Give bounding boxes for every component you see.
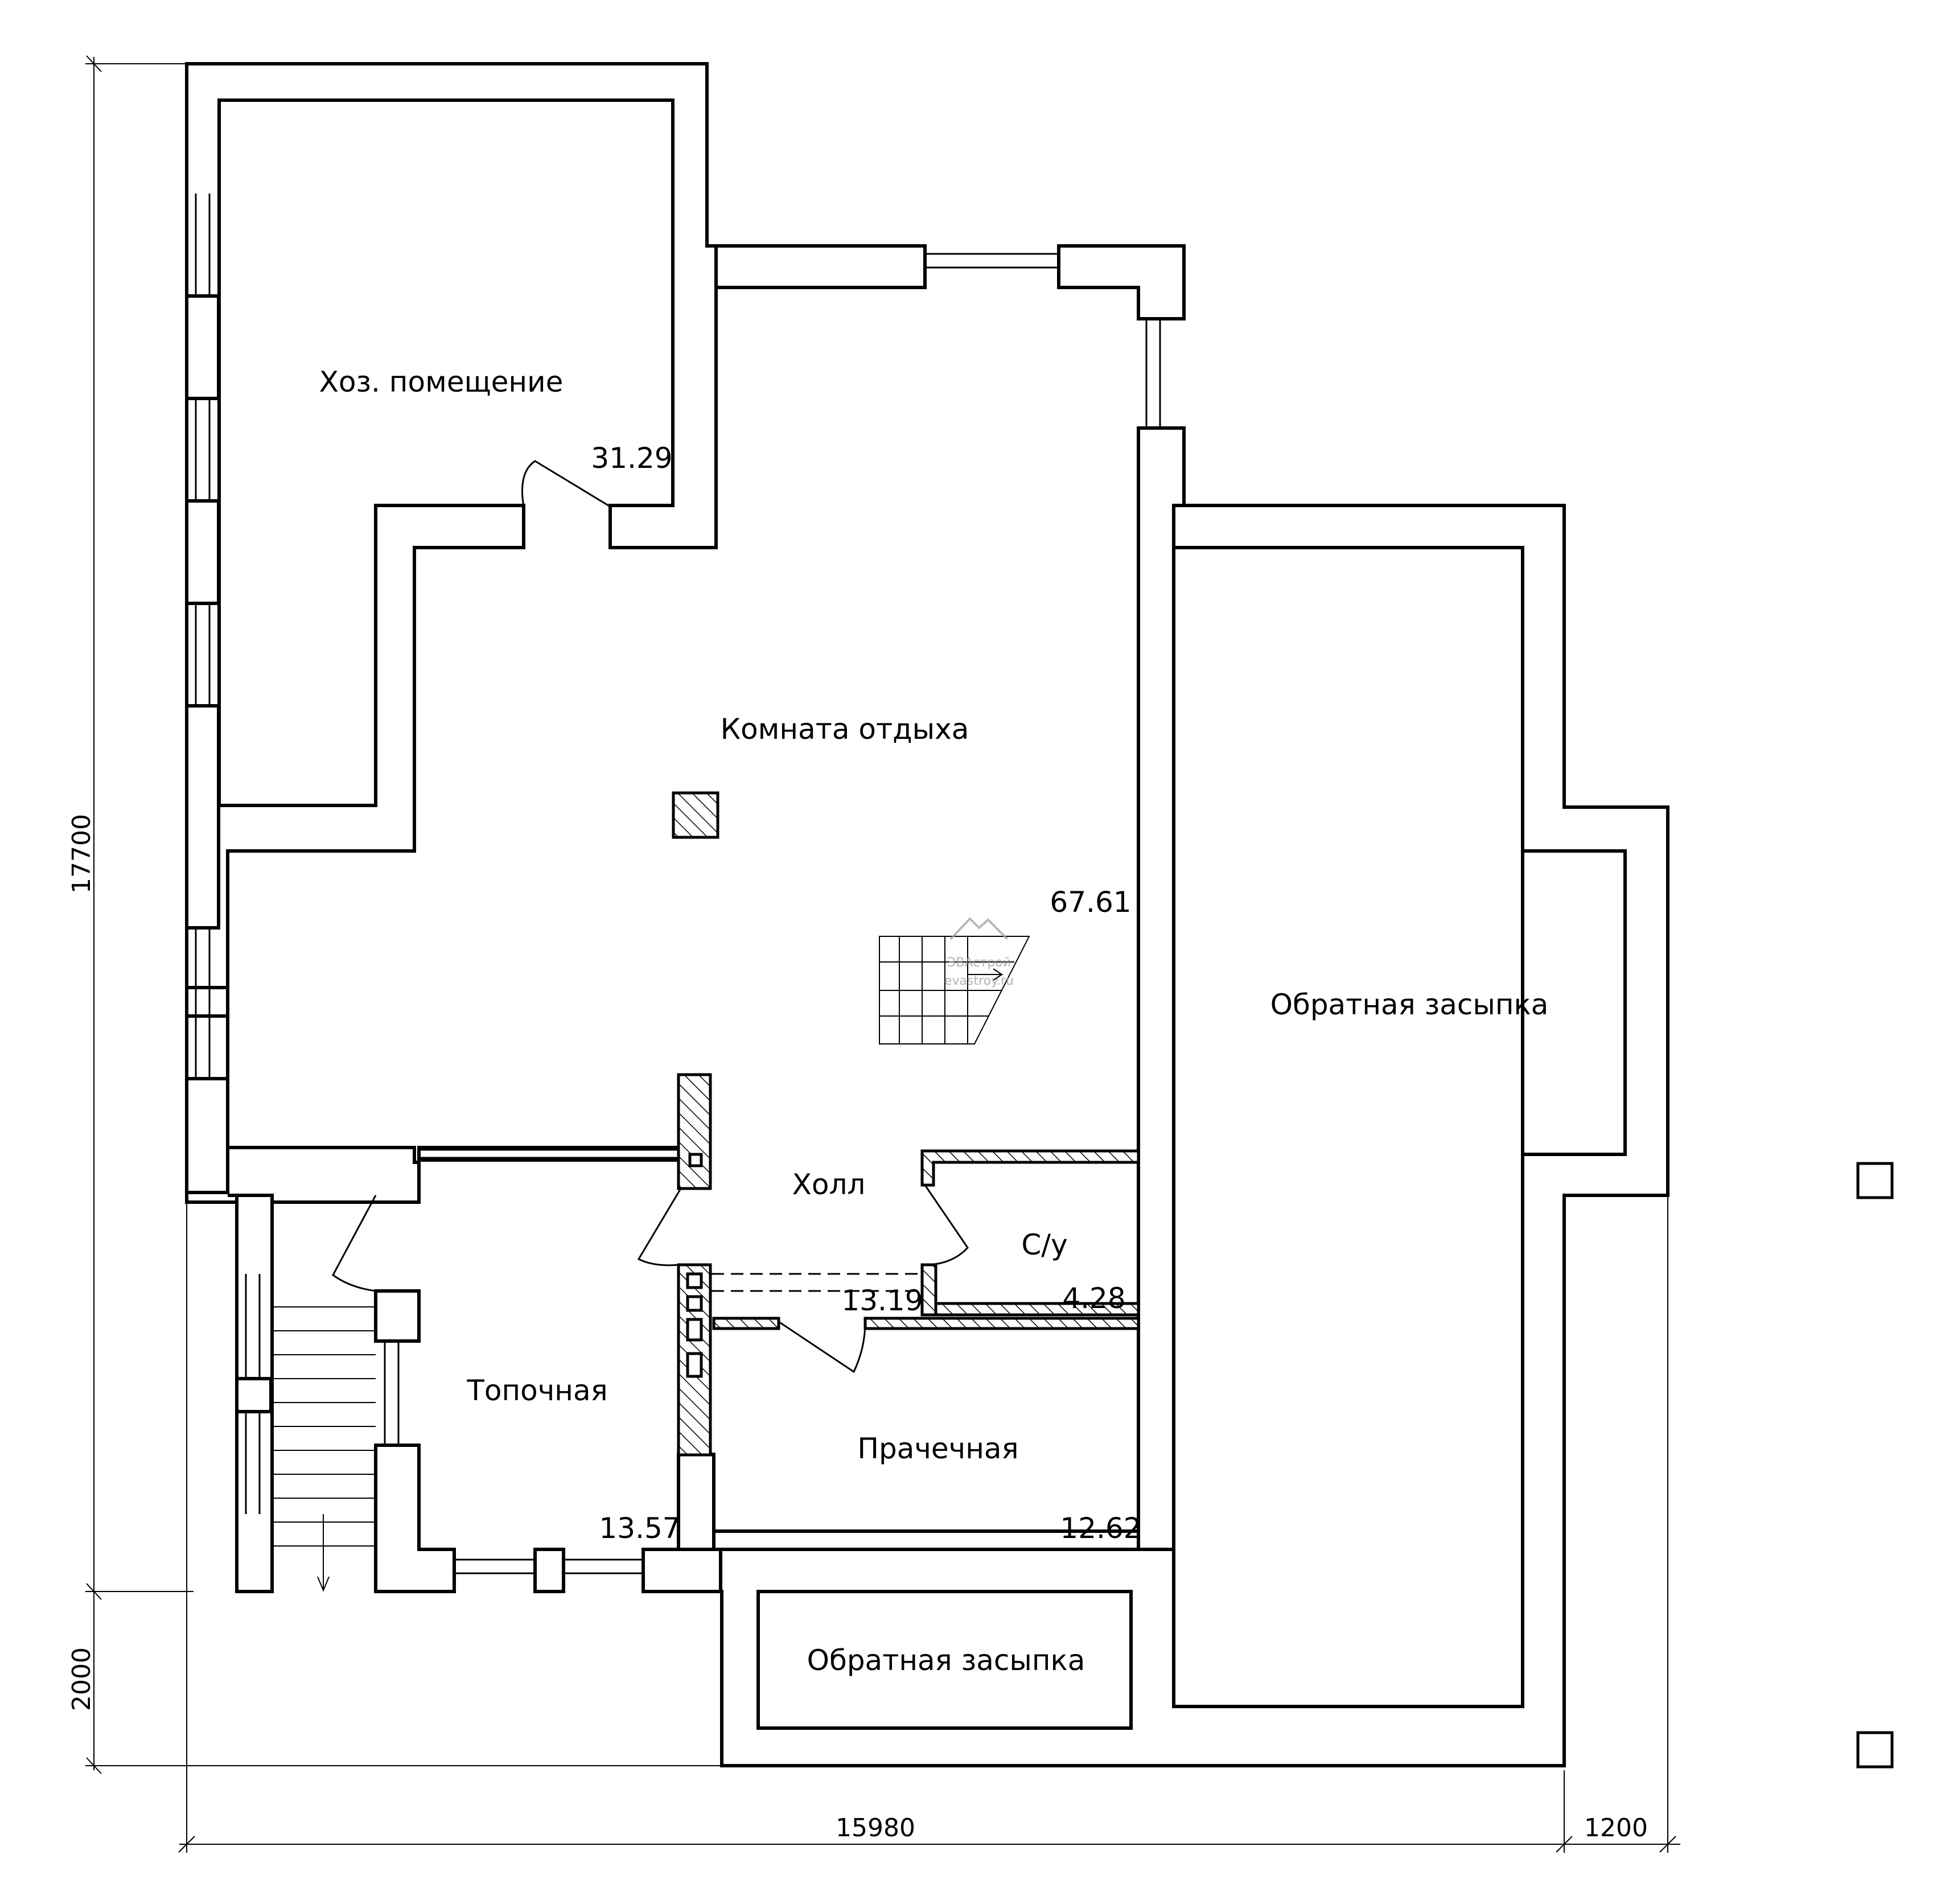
wc-south-wall bbox=[934, 1302, 1140, 1317]
dim-height-main: 17700 bbox=[67, 814, 96, 894]
watermark-site: evastroy.ru bbox=[944, 974, 1014, 988]
window-hall-north bbox=[419, 1149, 678, 1159]
stair-entrance bbox=[272, 1306, 376, 1592]
marker-square-2 bbox=[1856, 1731, 1894, 1769]
lounge-north-wall bbox=[1057, 244, 1186, 320]
room-name-wc: С/у bbox=[1021, 1228, 1067, 1261]
room-area-lounge: 67.61 bbox=[1050, 886, 1131, 919]
room-name-backfill-right: Обратная засыпка bbox=[1270, 988, 1549, 1021]
room-area-laundry: 12.62 bbox=[1060, 1512, 1141, 1545]
boiler-south-wall bbox=[374, 1444, 456, 1593]
room-area-boiler: 13.57 bbox=[599, 1512, 680, 1545]
backfill-bottom-box bbox=[756, 1590, 1133, 1730]
window-lounge-east bbox=[1145, 319, 1161, 428]
walls bbox=[185, 62, 1669, 1767]
chimney-flue-3 bbox=[686, 1318, 703, 1342]
chimney-flue-2 bbox=[686, 1295, 703, 1312]
backfill-right-inner bbox=[1172, 546, 1524, 1708]
room-name-backfill-bottom: Обратная засыпка bbox=[807, 1644, 1085, 1677]
window-utility-west-1 bbox=[195, 194, 211, 296]
west-pier-2 bbox=[185, 499, 220, 605]
room-name-utility: Хоз. помещение bbox=[319, 365, 564, 398]
door-utility bbox=[521, 460, 611, 508]
watermark-brand: ЭВАстрой bbox=[947, 956, 1011, 970]
hall-partition-north bbox=[677, 1073, 712, 1190]
room-name-boiler: Топочная bbox=[466, 1374, 607, 1407]
door-hall-left bbox=[637, 1188, 682, 1266]
boiler-window-pier bbox=[533, 1548, 565, 1593]
lounge-column bbox=[672, 791, 719, 839]
west-pier-1 bbox=[185, 294, 220, 400]
window-lounge-north bbox=[925, 253, 1059, 269]
west-pier-5 bbox=[185, 1077, 229, 1194]
watermark-logo-icon bbox=[949, 917, 1009, 940]
chimney-flue-1 bbox=[686, 1272, 703, 1289]
boiler-east-pier bbox=[641, 1548, 722, 1593]
chimney-flue-4 bbox=[686, 1352, 703, 1378]
room-area-utility: 31.29 bbox=[591, 442, 672, 475]
dimension-lines bbox=[85, 55, 1680, 1853]
stairs bbox=[272, 936, 1030, 1592]
dim-width-main: 15980 bbox=[836, 1813, 915, 1843]
watermark: ЭВАстрой evastroy.ru bbox=[944, 917, 1014, 988]
marker-square-1 bbox=[1856, 1162, 1894, 1199]
laundry-south-wall bbox=[712, 1529, 1140, 1551]
boiler-entry-pier bbox=[374, 1289, 421, 1343]
stair-lounge bbox=[879, 936, 1030, 1044]
dim-height-extra: 2000 bbox=[67, 1647, 96, 1711]
room-area-wc: 4.28 bbox=[1062, 1282, 1125, 1315]
stair-entrance-arrow bbox=[317, 1514, 330, 1592]
laundry-west-wall bbox=[677, 1453, 715, 1551]
laundry-north-wall-east bbox=[863, 1317, 1140, 1330]
window-utility-west-2 bbox=[195, 398, 211, 501]
window-stair-west bbox=[245, 1274, 261, 1514]
lounge-east-wall bbox=[714, 244, 927, 289]
window-boiler-south bbox=[454, 1558, 643, 1574]
utility-room-wall bbox=[185, 62, 718, 1204]
room-name-lounge: Комната отдыха bbox=[721, 713, 969, 746]
wc-partition-south bbox=[920, 1263, 937, 1317]
door-boiler bbox=[332, 1195, 377, 1292]
hall-partition-north-vent bbox=[688, 1153, 703, 1167]
stair-window-pier bbox=[235, 1377, 273, 1413]
west-pier-4 bbox=[185, 986, 229, 1018]
window-utility-west-3 bbox=[195, 603, 211, 706]
door-laundry bbox=[778, 1321, 866, 1373]
windows bbox=[195, 194, 1161, 1574]
stair-arrow bbox=[968, 968, 1004, 981]
laundry-north-wall-west bbox=[712, 1317, 780, 1330]
room-area-hall: 13.19 bbox=[841, 1284, 923, 1317]
window-lounge-west bbox=[195, 928, 211, 1079]
dim-width-extra: 1200 bbox=[1584, 1813, 1648, 1843]
wc-partition bbox=[920, 1149, 1140, 1187]
room-name-hall: Холл bbox=[792, 1168, 866, 1201]
door-wc bbox=[924, 1185, 969, 1266]
west-pier-3 bbox=[185, 704, 220, 930]
window-boiler-west bbox=[384, 1341, 400, 1445]
room-name-laundry: Прачечная bbox=[857, 1432, 1018, 1465]
doors bbox=[332, 460, 969, 1373]
